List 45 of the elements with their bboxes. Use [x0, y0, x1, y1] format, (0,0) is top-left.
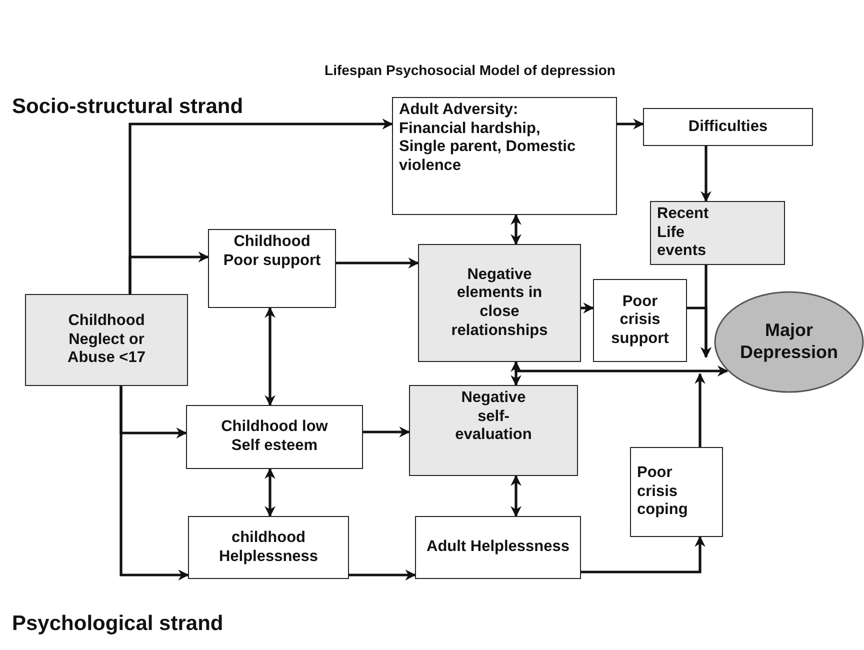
- arrow: [687, 306, 712, 358]
- arrow: [264, 306, 276, 406]
- process-box: [392, 97, 617, 215]
- strand-heading: Socio-structural strand: [12, 95, 244, 119]
- node-text: Major Depression: [738, 320, 840, 364]
- arrow: [514, 362, 728, 376]
- process-box: [418, 244, 581, 362]
- arrow: [336, 258, 420, 268]
- diagram-title: Lifespan Psychosocial Model of depression: [324, 62, 616, 78]
- node-text: Childhood Neglect or Abuse <17: [66, 312, 146, 368]
- node-text: Poor crisis coping: [637, 464, 689, 520]
- arrow: [120, 386, 190, 580]
- process-box: [409, 385, 578, 476]
- process-box: [630, 447, 723, 537]
- node-text: Poor crisis support: [610, 292, 670, 348]
- process-box: [188, 516, 349, 579]
- node-text: Adult Helplessness: [426, 538, 570, 557]
- arrow: [581, 536, 706, 574]
- process-box: [415, 516, 581, 579]
- node-text: Negative elements in close relationships: [450, 266, 549, 340]
- node-text: Difficulties: [687, 118, 769, 136]
- process-box: [650, 201, 785, 265]
- node-text: Adult Adversity:: [399, 101, 520, 120]
- node-text: childhood Helplessness: [218, 528, 320, 566]
- node-text: Childhood Poor support: [222, 233, 322, 270]
- arrow: [581, 302, 594, 314]
- node-text: Childhood low Self esteem: [220, 418, 329, 456]
- arrow: [264, 468, 276, 518]
- process-box: [593, 279, 687, 362]
- arrow: [363, 426, 410, 438]
- node-text: Negative self-evaluation: [454, 389, 533, 445]
- arrow: [694, 372, 706, 447]
- node-text: Recent Life events: [657, 205, 710, 261]
- arrow: [617, 118, 644, 130]
- strand-heading: Psychological strand: [12, 612, 224, 636]
- arrow: [128, 252, 210, 294]
- process-box: [186, 405, 363, 469]
- arrow: [510, 474, 522, 518]
- process-box: [208, 229, 336, 308]
- arrow: [700, 146, 712, 202]
- arrow: [510, 214, 522, 246]
- node-text: Financial hardship, Single parent, Domestic violence: [399, 120, 576, 176]
- arrow: [349, 570, 416, 580]
- process-box: [25, 294, 188, 386]
- process-box: [643, 108, 813, 146]
